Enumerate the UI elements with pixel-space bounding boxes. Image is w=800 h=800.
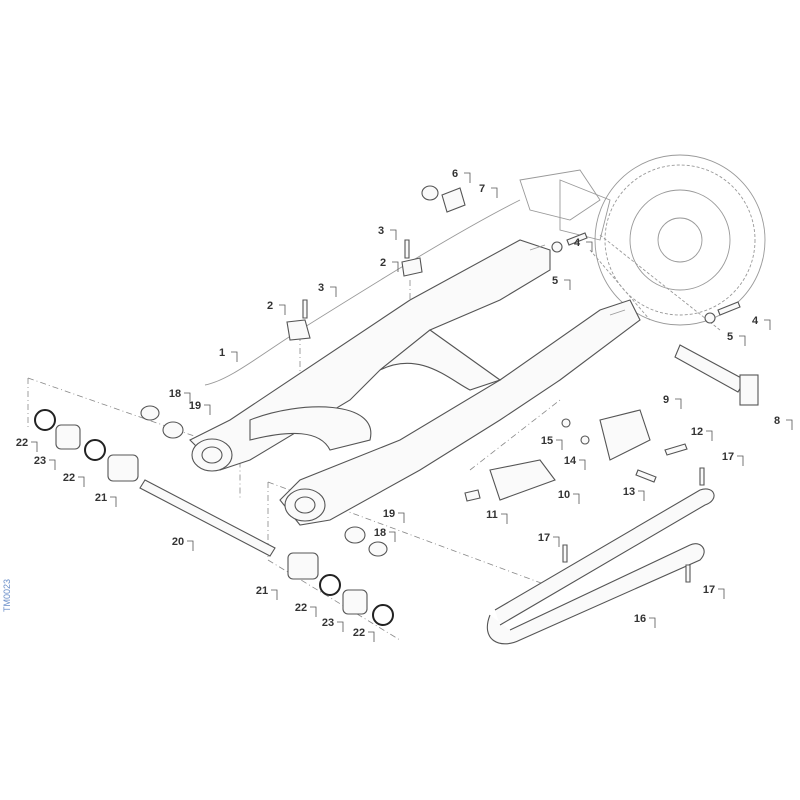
leader-line bbox=[501, 513, 508, 524]
callout-label-18: 18 bbox=[169, 388, 181, 400]
leader-line bbox=[330, 286, 337, 297]
callout-label-22: 22 bbox=[63, 472, 75, 484]
chain-guide bbox=[489, 409, 651, 501]
leader-line bbox=[553, 536, 560, 547]
callout-label-19: 19 bbox=[189, 400, 201, 412]
callout-label-17: 17 bbox=[722, 451, 734, 463]
leader-line bbox=[390, 229, 397, 240]
callout-label-21: 21 bbox=[256, 585, 268, 597]
callout-label-11: 11 bbox=[486, 509, 498, 521]
leader-line bbox=[271, 589, 278, 600]
leader-line bbox=[737, 455, 744, 466]
leader-line bbox=[649, 617, 656, 628]
leader-line bbox=[638, 490, 645, 501]
callout-label-4: 4 bbox=[752, 315, 759, 327]
leader-line bbox=[49, 459, 56, 470]
leader-line bbox=[187, 540, 194, 551]
callout-label-1: 1 bbox=[219, 347, 225, 359]
leader-line bbox=[564, 279, 571, 290]
leader-line bbox=[110, 496, 117, 507]
swingarm bbox=[189, 239, 641, 526]
callout-label-15: 15 bbox=[541, 435, 553, 447]
callout-label-7: 7 bbox=[479, 183, 485, 195]
callout-label-12: 12 bbox=[691, 426, 703, 438]
leader-line bbox=[491, 187, 498, 198]
pivot-shaft bbox=[139, 344, 759, 557]
bushings-and-seals bbox=[34, 405, 394, 626]
leader-line bbox=[586, 241, 593, 252]
leader-line bbox=[310, 606, 317, 617]
leader-line bbox=[718, 588, 725, 599]
callout-label-2: 2 bbox=[267, 300, 273, 312]
leader-line bbox=[573, 493, 580, 504]
leader-line bbox=[786, 419, 793, 430]
callout-label-17: 17 bbox=[703, 584, 715, 596]
leader-line bbox=[464, 172, 471, 183]
leader-line bbox=[706, 430, 713, 441]
leader-line bbox=[368, 631, 375, 642]
callout-label-22: 22 bbox=[16, 437, 28, 449]
leader-line bbox=[398, 512, 405, 523]
callout-label-22: 22 bbox=[295, 602, 307, 614]
callout-label-5: 5 bbox=[727, 331, 733, 343]
callout-label-9: 9 bbox=[663, 394, 669, 406]
callout-label-21: 21 bbox=[95, 492, 107, 504]
callout-label-17: 17 bbox=[538, 532, 550, 544]
callout-label-4: 4 bbox=[574, 237, 581, 249]
callout-label-3: 3 bbox=[378, 225, 384, 237]
leader-line bbox=[556, 439, 563, 450]
leader-line bbox=[78, 476, 85, 487]
callout-label-10: 10 bbox=[558, 489, 570, 501]
leader-line bbox=[337, 621, 344, 632]
fasteners bbox=[286, 185, 741, 583]
callout-label-23: 23 bbox=[322, 617, 334, 629]
callout-label-19: 19 bbox=[383, 508, 395, 520]
callout-label-3: 3 bbox=[318, 282, 324, 294]
leader-line bbox=[579, 459, 586, 470]
brake-hose bbox=[204, 199, 521, 386]
chain-slider bbox=[486, 488, 715, 645]
callout-label-20: 20 bbox=[172, 536, 184, 548]
callout-label-16: 16 bbox=[634, 613, 646, 625]
callout-label-2: 2 bbox=[380, 257, 386, 269]
leader-line bbox=[231, 351, 238, 362]
callout-label-13: 13 bbox=[623, 486, 635, 498]
callout-label-6: 6 bbox=[452, 168, 458, 180]
leader-line bbox=[389, 531, 396, 542]
callout-label-14: 14 bbox=[564, 455, 577, 467]
leader-line bbox=[31, 441, 38, 452]
leader-line bbox=[184, 392, 191, 403]
leader-line bbox=[675, 398, 682, 409]
leader-line bbox=[392, 261, 399, 272]
callout-label-18: 18 bbox=[374, 527, 386, 539]
rear-sprocket bbox=[519, 154, 766, 331]
callout-label-22: 22 bbox=[353, 627, 365, 639]
leader-line bbox=[739, 335, 746, 346]
drawing-code: TM0023 bbox=[2, 578, 12, 612]
callout-label-23: 23 bbox=[34, 455, 46, 467]
leader-line bbox=[204, 404, 211, 415]
callout-label-5: 5 bbox=[552, 275, 558, 287]
leader-line bbox=[279, 304, 286, 315]
callout-leaders bbox=[31, 172, 793, 642]
callout-label-8: 8 bbox=[774, 415, 780, 427]
leader-line bbox=[764, 319, 771, 330]
